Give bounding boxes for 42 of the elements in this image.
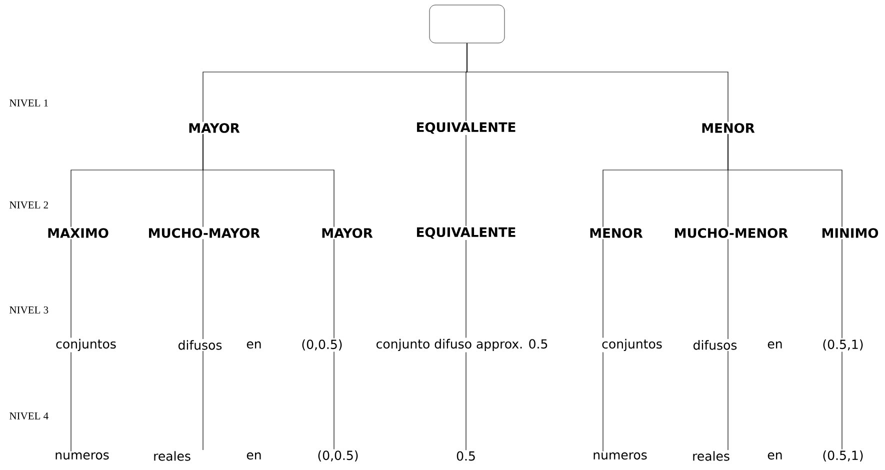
connector-line: [202, 134, 334, 228]
term-label: MENOR: [702, 123, 755, 133]
term-label: MUCHO-MAYOR: [149, 228, 260, 238]
term-label: MAYOR: [322, 228, 373, 238]
connector-line: [602, 238, 604, 338]
connector-line: [70, 352, 72, 452]
connector-line: [602, 352, 604, 452]
term-label: conjuntos: [56, 338, 116, 352]
term-label: reales: [154, 451, 190, 461]
term-label: numeros: [56, 452, 109, 460]
term-label: MUCHO-MENOR: [675, 228, 788, 238]
term-label: (0,0.5): [302, 339, 342, 351]
term-label: 0.5: [456, 451, 475, 461]
connector-line: [202, 350, 204, 450]
term-label: EQUIVALENTE: [417, 122, 516, 134]
connector-line: [202, 238, 204, 340]
term-label: MAYOR: [189, 123, 240, 133]
term-label: difusos: [694, 340, 737, 350]
term-label: reales: [693, 451, 730, 461]
term-label: EQUIVALENTE: [417, 227, 516, 239]
connector-line: [70, 238, 72, 338]
term-label: MENOR: [590, 228, 643, 238]
connector-line: [728, 134, 842, 228]
word-label: en: [768, 452, 782, 460]
term-label: conjunto difuso approx. 0.5: [376, 338, 548, 352]
term-label: MAXIMO: [48, 228, 108, 238]
term-label: (0.5,1): [823, 450, 863, 462]
level-label: NIVEL 4: [10, 412, 48, 420]
level-label: NIVEL 3: [10, 306, 48, 314]
term-label: conjuntos: [602, 338, 662, 352]
level-label: NIVEL 2: [10, 201, 48, 209]
term-label: (0,0.5): [318, 450, 358, 462]
connector-line: [466, 42, 728, 122]
term-label: numeros: [594, 452, 647, 460]
rounded-box: [429, 4, 505, 44]
term-label: MINIMO: [822, 228, 878, 238]
level-label: NIVEL 1: [10, 99, 48, 107]
word-label: en: [246, 452, 261, 460]
word-label: en: [768, 341, 782, 349]
term-label: difusos: [178, 340, 222, 350]
word-label: en: [246, 341, 261, 349]
term-label: (0.5,1): [823, 339, 863, 351]
